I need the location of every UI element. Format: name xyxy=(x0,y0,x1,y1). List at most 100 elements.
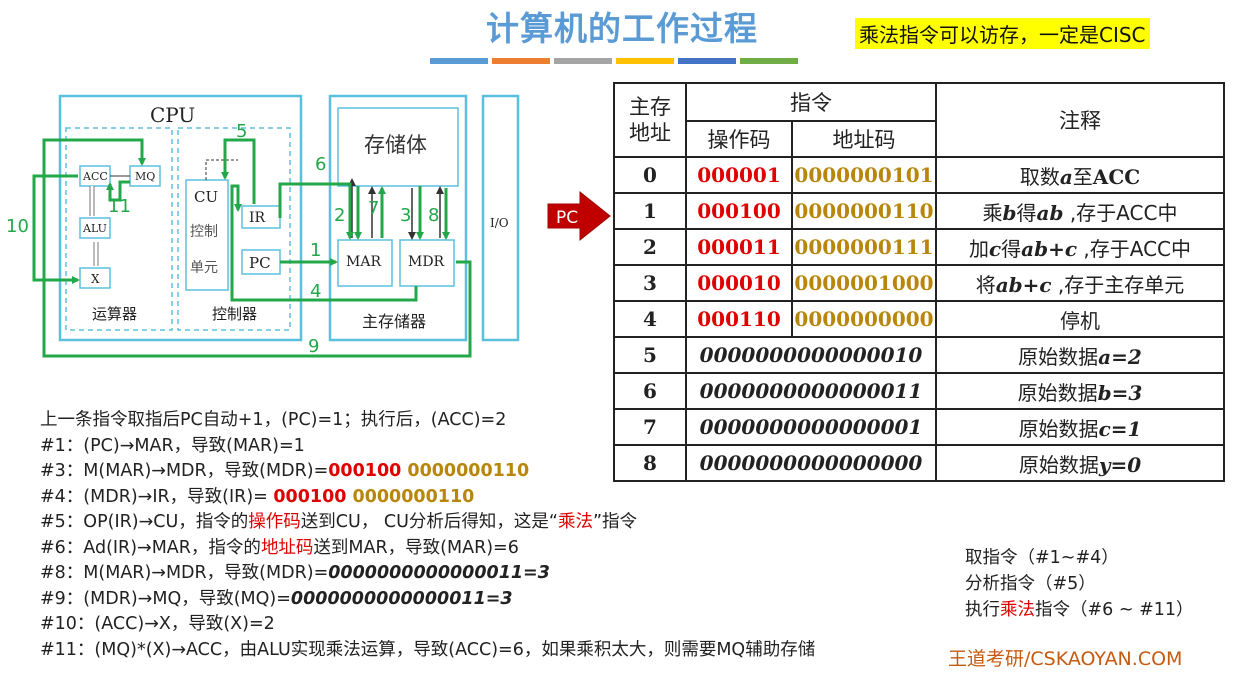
storage-label: 存储体 xyxy=(364,133,427,157)
row-opcode: 000011 xyxy=(685,228,793,266)
row-comment: 乘b得ab ,存于ACC中 xyxy=(935,192,1225,230)
path-4 xyxy=(230,184,418,302)
ir-label: IR xyxy=(249,210,266,226)
alu-label: ALU xyxy=(82,222,107,235)
pc-label: PC xyxy=(249,254,271,272)
row-address-code: 0000000101 xyxy=(791,156,937,194)
row-opcode: 000100 xyxy=(685,192,793,230)
summary-fetch: 取指令（#1~#4） xyxy=(965,548,1119,568)
cu-block xyxy=(185,179,229,291)
header-instruction: 指令 xyxy=(685,82,937,122)
io-box xyxy=(481,94,520,342)
cisc-note: 乘法指令可以访存，一定是CISC xyxy=(855,18,1150,49)
step-line: #9：(MDR)→MQ，导致(MQ)=0000000000000011=3 xyxy=(40,588,513,609)
row-address-code: 0000000000 xyxy=(791,300,937,338)
path-label-5: 5 xyxy=(236,121,247,142)
cu-dashed-link xyxy=(205,159,238,180)
deco-bar-6 xyxy=(740,58,798,64)
row-opcode: 000001 xyxy=(685,156,793,194)
header-opcode: 操作码 xyxy=(685,120,793,158)
cpu-label: CPU xyxy=(150,103,195,127)
mar-label: MAR xyxy=(346,254,381,270)
acc-label: ACC xyxy=(82,170,108,183)
alu-unit-box xyxy=(65,127,173,331)
path-label-3: 3 xyxy=(400,205,411,226)
controller-box xyxy=(177,127,291,331)
path-label-10: 10 xyxy=(6,216,29,237)
row-address: 3 xyxy=(613,264,687,302)
row-address-code: 0000001000 xyxy=(791,264,937,302)
row-address: 5 xyxy=(613,336,687,374)
brand-watermark: 王道考研/CSKAOYAN.COM xyxy=(948,648,1183,670)
path-label-7: 7 xyxy=(368,198,379,219)
row-raw-data: 0000000000000000 xyxy=(685,444,937,482)
row-address: 8 xyxy=(613,444,687,482)
alu-block xyxy=(79,217,111,239)
path-6 xyxy=(278,182,354,240)
step-line: #1：(PC)→MAR，导致(MAR)=1 xyxy=(40,435,305,456)
controller-label: 控制器 xyxy=(212,305,257,323)
deco-bar-4 xyxy=(616,58,674,64)
row-comment: 将ab+c ,存于主存单元 xyxy=(935,264,1225,302)
row-raw-data: 0000000000000001 xyxy=(685,408,937,446)
path-label-8: 8 xyxy=(428,205,439,226)
row-comment: 原始数据c=1 xyxy=(935,408,1225,446)
summary-decode: 分析指令（#5） xyxy=(965,574,1096,594)
row-opcode: 000110 xyxy=(685,300,793,338)
table-row: 8 0000000000000000 原始数据y=0 xyxy=(613,444,1225,482)
step-line: #4：(MDR)→IR，导致(IR)= 000100 0000000110 xyxy=(40,486,475,507)
phase-summary: 取指令（#1~#4） 分析指令（#5） 执行乘法指令（#6 ~ #11） xyxy=(965,545,1194,623)
deco-bar-2 xyxy=(492,58,550,64)
path-10 xyxy=(32,174,80,284)
path-11 xyxy=(106,180,130,202)
alu-unit-label: 运算器 xyxy=(92,305,137,323)
mdr-register xyxy=(399,239,455,287)
path-label-2: 2 xyxy=(334,205,345,226)
row-comment: 停机 xyxy=(935,300,1225,338)
deco-bar-1 xyxy=(430,58,488,64)
row-address: 6 xyxy=(613,372,687,410)
deco-bar-5 xyxy=(678,58,736,64)
row-comment: 原始数据a=2 xyxy=(935,336,1225,374)
path-label-1: 1 xyxy=(310,240,321,261)
row-comment: 加c得ab+c ,存于ACC中 xyxy=(935,228,1225,266)
pc-arrow-label: PC xyxy=(556,208,578,228)
step-line: #3：M(MAR)→MDR，导致(MDR)=000100 0000000110 xyxy=(40,461,530,481)
page-title: 计算机的工作过程 xyxy=(486,9,758,48)
cu-sub-label-2: 单元 xyxy=(190,260,218,276)
row-comment: 原始数据y=0 xyxy=(935,444,1225,482)
path-label-4: 4 xyxy=(310,281,321,302)
main-memory-label: 主存储器 xyxy=(362,312,426,331)
step-list: 上一条指令取指后PC自动+1，(PC)=1；执行后，(ACC)=2 #1：(PC… xyxy=(40,408,815,663)
memory-table: 主存 地址 指令 注释 操作码 地址码 0 000001 0000000101 … xyxy=(613,82,1225,482)
step-line: #10：(ACC)→X，导致(X)=2 xyxy=(40,614,275,634)
header-address-code: 地址码 xyxy=(791,120,937,158)
row-address: 0 xyxy=(613,156,687,194)
mdr-label: MDR xyxy=(408,254,445,270)
cu-sub-label-1: 控制 xyxy=(190,224,218,240)
row-address: 1 xyxy=(613,192,687,230)
x-label: X xyxy=(91,272,100,286)
header-address: 主存 地址 xyxy=(613,82,687,158)
path-5 xyxy=(221,138,256,204)
step-line: 上一条指令取指后PC自动+1，(PC)=1；执行后，(ACC)=2 xyxy=(40,410,507,430)
row-comment: 原始数据b=3 xyxy=(935,372,1225,410)
row-comment: 取数a至ACC xyxy=(935,156,1225,194)
table-row: 3 000010 0000001000 将ab+c ,存于主存单元 xyxy=(613,264,1225,302)
path-label-6: 6 xyxy=(315,154,326,175)
step-line: #11：(MQ)*(X)→ACC，由ALU实现乘法运算，导致(ACC)=6，如果… xyxy=(40,639,816,660)
row-opcode: 000010 xyxy=(685,264,793,302)
row-raw-data: 0000000000000010 xyxy=(685,336,937,374)
row-address-code: 0000000111 xyxy=(791,228,937,266)
header-comment: 注释 xyxy=(935,82,1225,158)
table-row: 6 0000000000000011 原始数据b=3 xyxy=(613,372,1225,410)
table-row: 7 0000000000000001 原始数据c=1 xyxy=(613,408,1225,446)
table-row: 1 000100 0000000110 乘b得ab ,存于ACC中 xyxy=(613,192,1225,230)
path-label-11: 11 xyxy=(108,196,131,217)
x-register xyxy=(79,267,111,289)
io-label: I/O xyxy=(490,216,509,230)
step-line: #6：Ad(IR)→MAR，指令的地址码送到MAR，导致(MAR)=6 xyxy=(40,537,519,558)
deco-bar-3 xyxy=(554,58,612,64)
path-label-9: 9 xyxy=(308,336,319,357)
computer-architecture-diagram: CPU ACC MQ ALU X 运算器 CU 控制 单元 IR PC 控制器 … xyxy=(6,94,520,358)
